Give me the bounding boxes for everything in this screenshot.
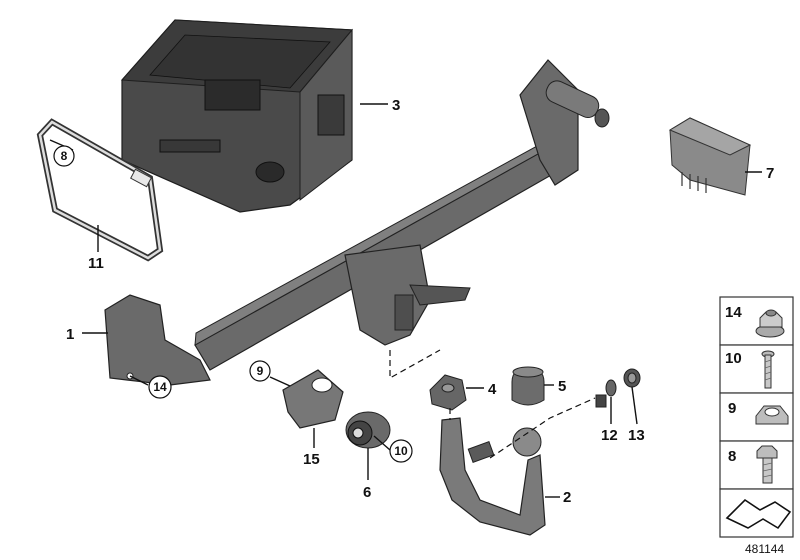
callout-2: 2 xyxy=(563,489,571,506)
circled-callout-8: 8 xyxy=(53,145,75,167)
screw-icon xyxy=(761,350,775,389)
side-panel: 14 10 9 8 xyxy=(719,296,794,538)
storage-case xyxy=(120,19,354,213)
side-panel-label-9: 9 xyxy=(728,400,736,417)
callout-3: 3 xyxy=(392,97,400,114)
hex-nut-icon xyxy=(755,405,789,425)
callout-13: 13 xyxy=(628,427,645,444)
circled-callout-14: 14 xyxy=(148,375,172,399)
socket-bracket xyxy=(282,369,344,429)
flange-nut-icon xyxy=(755,309,785,338)
tow-bar-beam xyxy=(104,59,610,386)
circled-callout-8-label: 8 xyxy=(61,149,68,163)
circled-callout-14-label: 14 xyxy=(153,380,167,394)
side-panel-label-8: 8 xyxy=(728,448,736,465)
ball-neck xyxy=(439,417,546,536)
circled-callout-10: 10 xyxy=(389,439,413,463)
callout-12: 12 xyxy=(601,427,618,444)
circled-callout-9-label: 9 xyxy=(257,364,264,378)
callout-11: 11 xyxy=(88,255,104,272)
callout-4: 4 xyxy=(488,381,497,398)
direction-arrow-icon xyxy=(725,498,792,530)
side-panel-label-10: 10 xyxy=(725,350,742,367)
sealing-plug xyxy=(623,368,641,388)
callout-1: 1 xyxy=(66,326,74,343)
callout-7: 7 xyxy=(766,165,774,182)
lock-pin xyxy=(595,379,617,408)
clamp xyxy=(429,374,467,411)
protective-cap xyxy=(511,366,545,406)
hex-bolt-icon xyxy=(756,445,778,484)
circled-callout-10-label: 10 xyxy=(394,444,408,458)
callout-15: 15 xyxy=(303,451,320,468)
socket xyxy=(345,411,391,449)
side-panel-label-14: 14 xyxy=(725,304,742,321)
control-unit xyxy=(668,117,752,196)
strap xyxy=(36,118,164,262)
figure-id: 481144 xyxy=(745,542,784,556)
circled-callout-9: 9 xyxy=(249,360,271,382)
callout-5: 5 xyxy=(558,378,566,395)
callout-6: 6 xyxy=(363,484,371,501)
